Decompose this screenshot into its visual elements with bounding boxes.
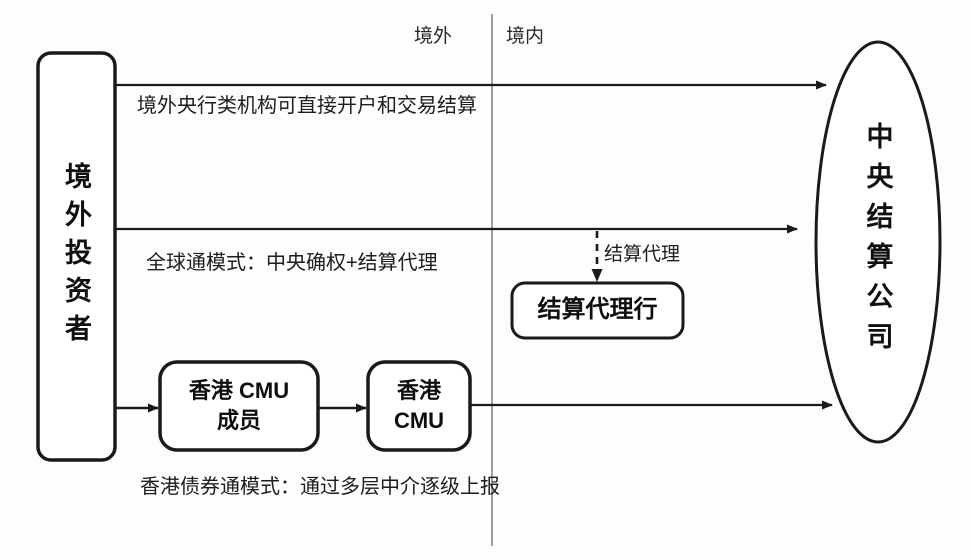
flow-note-global-connect: 全球通模式：中央确权+结算代理 bbox=[146, 252, 438, 274]
node-cmu-member-label-line2: 成员 bbox=[216, 408, 261, 433]
node-settlement-agent-bank-label: 结算代理行 bbox=[537, 296, 658, 324]
node-cmu-member-label-line1: 香港 CMU bbox=[188, 378, 290, 404]
region-label-offshore: 境外 bbox=[414, 26, 453, 47]
node-investor-shape bbox=[36, 51, 117, 462]
node-cmu-label-line2: CMU bbox=[393, 408, 445, 433]
flow-note-direct: 境外央行类机构可直接开户和交易结算 bbox=[137, 95, 477, 117]
node-cmu-label-line1: 香港 bbox=[396, 378, 441, 404]
region-label-onshore: 境内 bbox=[506, 26, 545, 47]
node-cmu-label: 香港 CMU bbox=[368, 362, 470, 450]
node-ccdc-label: 中央结算公司 bbox=[862, 122, 893, 362]
node-settlement-agent-bank-shape bbox=[510, 281, 685, 340]
flow-note-bond-connect: 香港债券通模式：通过多层中介逐级上报 bbox=[140, 476, 500, 498]
node-investor-label: 境外投资者 bbox=[61, 161, 91, 352]
node-ccdc-shape bbox=[814, 40, 942, 444]
node-cmu-member-label: 香港 CMU 成员 bbox=[160, 362, 318, 450]
edge-label-settlement-agency: 结算代理 bbox=[604, 244, 681, 265]
node-cmu-member-shape bbox=[158, 360, 320, 452]
